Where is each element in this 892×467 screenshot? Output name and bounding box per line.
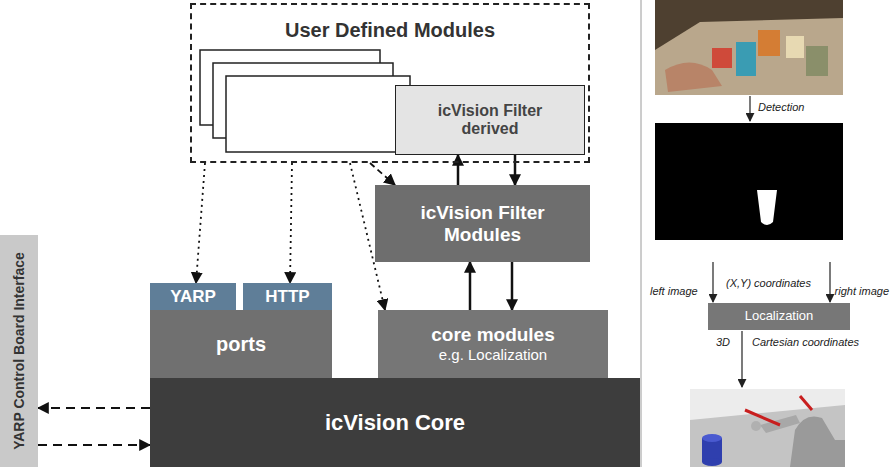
flow-arrow (829, 262, 830, 302)
node-title: icVision Core (325, 410, 465, 435)
connector-arrow (290, 163, 292, 283)
camera-photo (655, 0, 843, 95)
flow-arrow (749, 96, 750, 121)
connector-arrow (457, 155, 460, 185)
connector-arrow (38, 444, 150, 446)
ports-box: ports (150, 310, 332, 378)
port-box: YARP (150, 283, 236, 310)
flow-label: right image (835, 285, 889, 297)
module-box: icVision Filter Modules (375, 185, 590, 262)
node-title: Localization (745, 309, 814, 324)
module-box: core modulese.g. Localization (378, 310, 608, 378)
node-title: YARP Control Board Interface (11, 241, 27, 461)
connector-arrow (514, 155, 517, 185)
node-subtitle: e.g. Localization (439, 346, 547, 363)
flow-label: Cartesian coordinates (752, 336, 859, 348)
flow-label: 3D (716, 336, 730, 348)
flow-arrow (741, 331, 742, 387)
node-title: icVision Filter Modules (398, 202, 568, 246)
node-title: HTTP (265, 287, 309, 307)
connector-arrow (38, 407, 150, 409)
module-sheet (226, 76, 410, 152)
connector-arrow (469, 262, 472, 310)
node-title: core modules (431, 324, 555, 346)
core-box: icVision Core (150, 378, 640, 467)
node-title: YARP (170, 287, 216, 307)
flow-label: (X,Y) coordinates (726, 277, 811, 289)
detection-mask (655, 123, 843, 240)
port-box: HTTP (243, 283, 332, 310)
module-box: icVision Filter derived (395, 85, 585, 155)
node-title: icVision Filter derived (425, 102, 555, 139)
interface-bar: YARP Control Board Interface (0, 235, 38, 467)
connector-arrow (370, 163, 395, 185)
connector-arrow (196, 163, 205, 283)
flow-label: Detection (758, 101, 804, 113)
process-box: Localization (708, 303, 850, 330)
connector-arrow (511, 262, 514, 310)
flow-label: left image (650, 285, 698, 297)
panel-divider (641, 0, 642, 467)
group-box: User Defined Modules icVision Filter deri… (190, 3, 590, 163)
flow-arrow (712, 262, 713, 302)
simulation-render (690, 389, 845, 467)
node-title: User Defined Modules (285, 19, 495, 42)
node-title: ports (216, 333, 266, 356)
